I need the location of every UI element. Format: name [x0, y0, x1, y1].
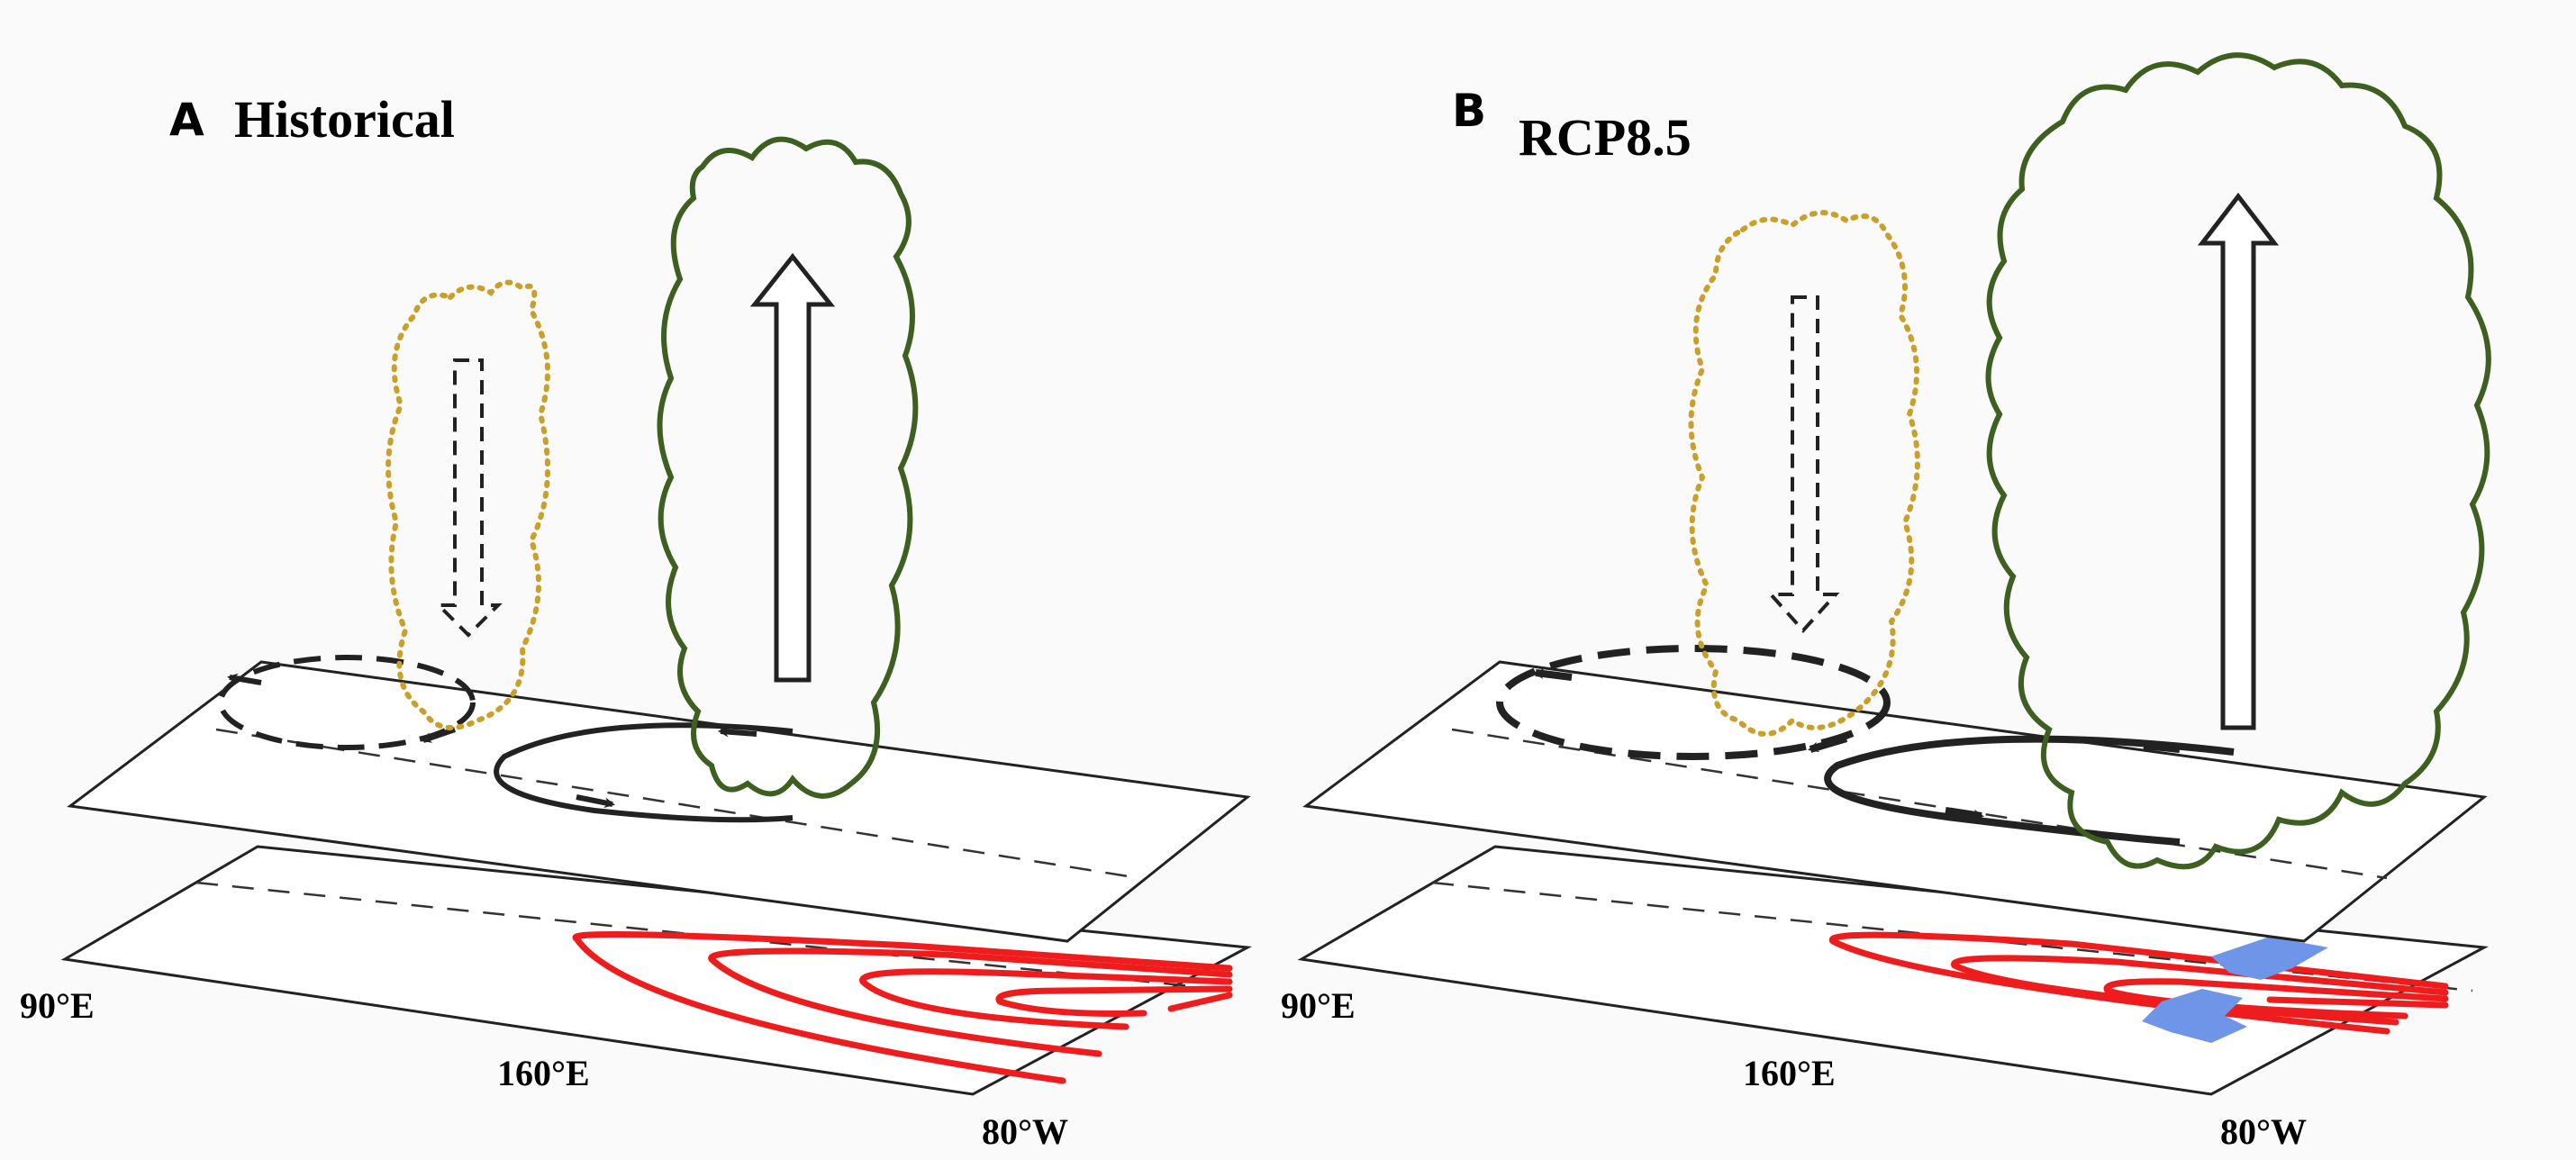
longitude-label-east: 80°W: [2220, 1111, 2307, 1152]
dashed-down-arrow-icon: [434, 358, 503, 638]
longitude-label-west: 90°E: [20, 985, 95, 1026]
longitude-label-center: 160°E: [1743, 1053, 1836, 1093]
ocean-surface-plane: [1297, 845, 2490, 1096]
dashed-circulation-icon: [218, 655, 476, 750]
panel-title: RCP8.5: [1519, 108, 1692, 167]
cross-patch-icon: [2142, 937, 2328, 1043]
panel-letter: A: [169, 94, 204, 146]
dashed-down-arrow-icon: [1766, 295, 1840, 633]
longitude-label-center: 160°E: [497, 1053, 590, 1093]
panel-title: Historical: [234, 90, 455, 149]
longitude-label-east: 80°W: [982, 1111, 1068, 1152]
dotted-cloud-icon: [385, 279, 550, 730]
cloud-outline-icon: [1985, 52, 2491, 870]
warm-sst-contours: [572, 931, 1233, 1084]
up-arrow-icon: [749, 252, 836, 683]
circulation-plane: [67, 660, 1251, 943]
cloud-outline-icon: [657, 136, 919, 799]
dotted-cloud-icon: [1688, 210, 1920, 737]
longitude-label-west: 90°E: [1281, 985, 1356, 1026]
solid-circulation-icon: [494, 722, 794, 823]
dashed-circulation-icon: [1496, 645, 1891, 760]
panel-letter: B: [1452, 85, 1486, 137]
panel-historical: A Historical 90°E 160°E 80°W: [20, 90, 1253, 1152]
equator-dashed-line: [215, 728, 1140, 880]
ocean-surface-plane: [60, 845, 1253, 1096]
panel-rcp85: B RCP8.5 90°E 160°E 80°W: [1281, 52, 2491, 1152]
up-arrow-icon: [2197, 192, 2280, 730]
